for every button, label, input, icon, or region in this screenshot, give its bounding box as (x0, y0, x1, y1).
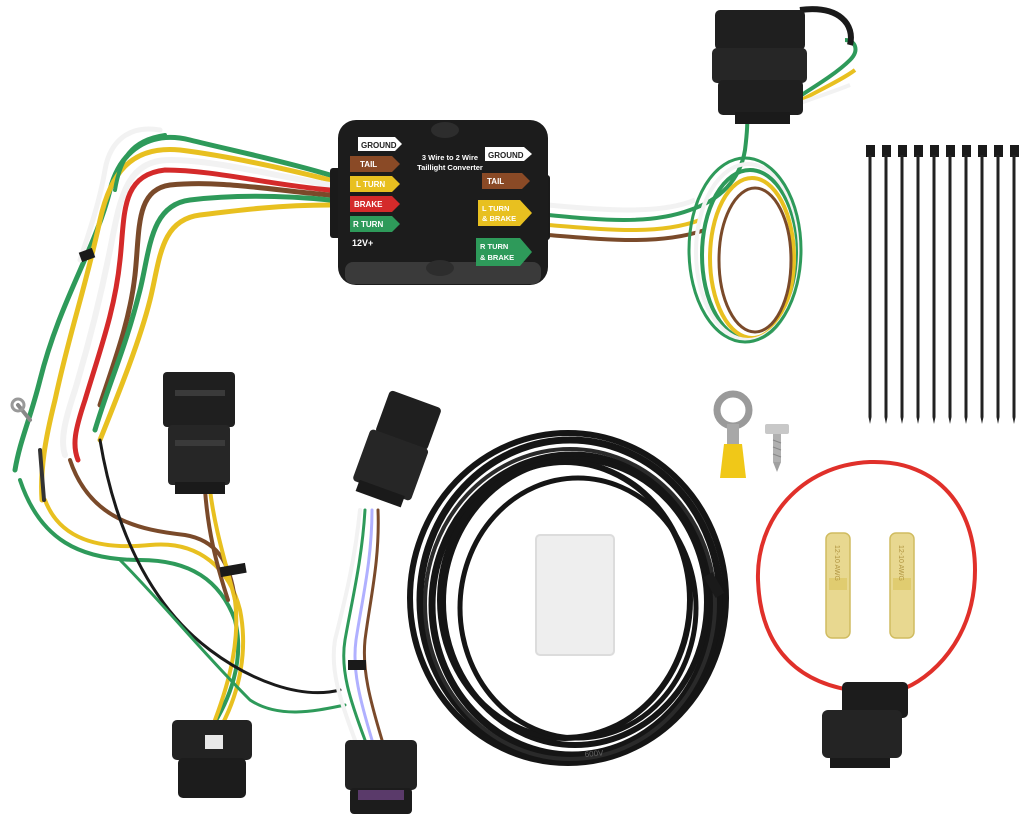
right-r-turn-label: R TURN (480, 242, 508, 251)
vehicle-connector-lower-left (172, 720, 252, 798)
zip-tie (994, 145, 1003, 424)
cable-print-label: 600V (584, 748, 604, 759)
power-cable-coil (407, 430, 729, 766)
right-l-turn-brake-arrow: L TURN & BRAKE (478, 200, 532, 226)
zip-tie (866, 145, 875, 424)
vehicle-connector-upper-middle (353, 390, 441, 508)
vehicle-connector-lower-middle (345, 740, 417, 814)
left-tail-label: TAIL (360, 160, 377, 169)
zip-tie (882, 145, 891, 424)
left-tail-arrow: TAIL (350, 156, 400, 172)
vehicle-connector-upper-left (163, 372, 235, 494)
inline-fuse-holder (755, 459, 978, 768)
left-r-turn-label: R TURN (353, 220, 383, 229)
left-l-turn-arrow: L TURN (350, 176, 400, 192)
right-tail-label: TAIL (487, 177, 504, 186)
left-r-turn-arrow: R TURN (350, 216, 400, 232)
zip-tie (1010, 145, 1019, 424)
adhesive-pad (535, 534, 615, 656)
cable-tie-lower-left (219, 562, 247, 578)
right-l-turn-label: L TURN (482, 204, 509, 213)
cable-tie-left (78, 247, 96, 263)
butt-connector-2-label: 12-10 AWG (897, 545, 904, 581)
left-brake-arrow: BRAKE (350, 196, 400, 212)
right-l-brake-label: & BRAKE (482, 214, 516, 223)
right-r-turn-brake-arrow: R TURN & BRAKE (476, 238, 532, 266)
zip-tie (914, 145, 923, 424)
zip-tie (898, 145, 907, 424)
left-ground-arrow: GROUND (358, 137, 402, 151)
right-r-brake-label: & BRAKE (480, 253, 514, 262)
zip-tie (962, 145, 971, 424)
right-wire-coil (547, 38, 858, 344)
right-ground-label: GROUND (488, 151, 524, 160)
butt-connector-2: 12-10 AWG (889, 532, 915, 639)
taillight-converter-box: GROUND TAIL L TURN BRAKE R TURN 12V+ 3 W… (330, 120, 550, 285)
left-wire-bundle (10, 126, 384, 742)
self-tapping-screw (765, 424, 789, 472)
butt-connector-1-label: 12-10 AWG (833, 545, 840, 581)
converter-title-line2: Taillight Converter (417, 163, 483, 172)
cable-tie-middle (348, 660, 366, 670)
zip-ties (866, 145, 1019, 424)
left-ground-label: GROUND (361, 141, 397, 150)
converter-title-line1: 3 Wire to 2 Wire (422, 153, 478, 162)
butt-connector-1: 12-10 AWG (825, 532, 851, 639)
left-12v-label: 12V+ (352, 238, 373, 248)
left-l-turn-label: L TURN (356, 180, 385, 189)
zip-tie (978, 145, 987, 424)
right-ground-arrow: GROUND (485, 147, 532, 161)
right-tail-arrow: TAIL (482, 173, 530, 189)
left-brake-label: BRAKE (354, 200, 383, 209)
zip-tie (946, 145, 955, 424)
zip-tie (930, 145, 939, 424)
cable-tie-coil (703, 572, 725, 598)
four-way-flat-connector (712, 6, 854, 124)
ring-terminal (713, 390, 753, 478)
